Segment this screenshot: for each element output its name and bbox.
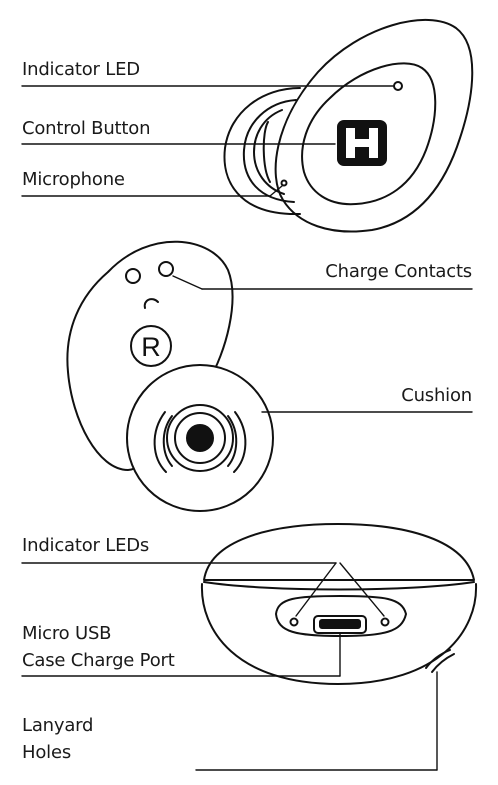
microphone-dot — [280, 179, 288, 187]
label-indicator-leds: Indicator LEDs — [22, 535, 150, 556]
lanyard-hole-2 — [431, 653, 455, 673]
logo-letter-mark — [346, 128, 378, 158]
earbud-face-plate — [301, 62, 437, 206]
charging-case-view — [21, 523, 478, 771]
leader-charge-contacts — [172, 275, 203, 290]
registered-mark-circle — [130, 325, 172, 367]
indicator-led-dot — [393, 81, 403, 91]
leader-microphone-tick — [269, 185, 283, 197]
leader-indicator-leds-l — [295, 562, 337, 617]
cushion-arc-left-2 — [162, 415, 173, 467]
earbud-shell — [274, 19, 474, 233]
earbud-inner-view: R — [66, 240, 473, 512]
case-seam — [203, 581, 475, 591]
earbud-tip-stem — [262, 121, 271, 183]
charge-contact-left — [125, 268, 141, 284]
label-cushion: Cushion — [401, 385, 472, 406]
label-lanyard-line1: Lanyard — [22, 715, 94, 736]
micro-usb-port-inner — [319, 619, 361, 629]
case-front-panel — [275, 595, 407, 637]
earbud-side-view — [21, 19, 474, 233]
label-indicator-led: Indicator LED — [22, 59, 140, 80]
microphone-arc — [143, 298, 159, 309]
label-microphone: Microphone — [22, 169, 125, 190]
cushion-arc-right-2 — [227, 415, 238, 467]
cushion-nozzle — [186, 424, 214, 452]
lanyard-hole — [425, 649, 451, 669]
label-lanyard-line2: Holes — [22, 742, 72, 763]
cushion-arc-right — [233, 411, 247, 473]
charge-contact-right — [158, 261, 174, 277]
case-led-left — [289, 617, 299, 627]
earbud-tip-ring — [253, 109, 285, 195]
case-base — [200, 583, 478, 685]
case-lid — [203, 523, 475, 581]
cushion-ring-1 — [166, 404, 234, 472]
earbud-tip-outer — [223, 87, 301, 215]
micro-usb-port — [313, 615, 367, 634]
label-control-button: Control Button — [22, 118, 151, 139]
case-led-right — [380, 617, 390, 627]
registered-mark-letter: R — [141, 332, 161, 362]
label-micro-usb-line1: Micro USB — [22, 623, 112, 644]
cushion-arc-left — [153, 411, 167, 473]
leader-indicator-leds-r — [339, 562, 385, 617]
label-charge-contacts: Charge Contacts — [325, 261, 472, 282]
label-micro-usb-line2: Case Charge Port — [22, 650, 175, 671]
cushion-ring-2 — [174, 412, 226, 464]
